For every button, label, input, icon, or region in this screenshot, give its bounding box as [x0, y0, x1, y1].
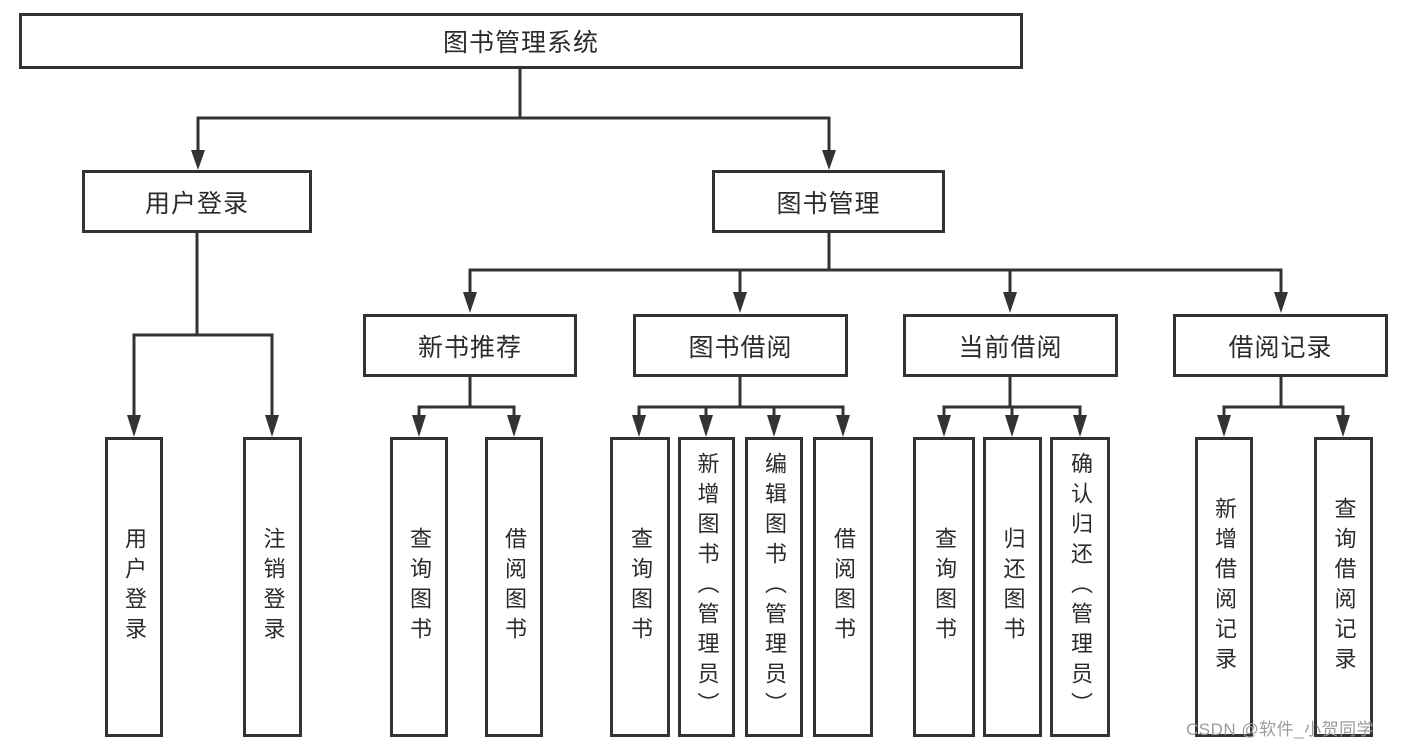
leaf-add-books-admin: 新增图书（管理员） — [678, 437, 735, 737]
node-borrowing-records: 借阅记录 — [1173, 314, 1388, 377]
leaf-label: 借阅图书 — [831, 527, 856, 647]
node-label: 借阅记录 — [1228, 333, 1333, 362]
leaf-user-login: 用户登录 — [105, 437, 163, 737]
leaf-edit-books-admin: 编辑图书（管理员） — [745, 437, 803, 737]
leaf-label: 查询图书 — [407, 527, 432, 647]
leaf-query-books-recommend: 查询图书 — [390, 437, 448, 737]
leaf-label: 查询借阅记录 — [1331, 497, 1357, 677]
node-library-management-system: 图书管理系统 — [19, 13, 1023, 69]
leaf-borrow-books-recommend: 借阅图书 — [485, 437, 543, 737]
leaf-query-books-current: 查询图书 — [913, 437, 975, 737]
csdn-watermark: CSDN @软件_小贺同学 — [1186, 720, 1375, 739]
node-label: 图书管理 — [776, 189, 881, 218]
node-label: 图书借阅 — [688, 333, 793, 362]
leaf-label: 编辑图书（管理员） — [762, 452, 787, 722]
leaf-label: 新增图书（管理员） — [694, 452, 720, 722]
leaf-return-books: 归还图书 — [983, 437, 1042, 737]
node-book-management: 图书管理 — [712, 170, 945, 233]
node-label: 新书推荐 — [417, 333, 522, 362]
leaf-add-borrow-record: 新增借阅记录 — [1195, 437, 1253, 737]
node-book-borrowing: 图书借阅 — [633, 314, 848, 377]
leaf-label: 注销登录 — [260, 527, 286, 647]
leaf-label: 借阅图书 — [502, 527, 527, 647]
leaf-label: 归还图书 — [1000, 527, 1026, 647]
node-label: 当前借阅 — [958, 333, 1063, 362]
node-new-book-recommend: 新书推荐 — [363, 314, 577, 377]
node-user-login: 用户登录 — [82, 170, 312, 233]
leaf-label: 新增借阅记录 — [1212, 497, 1237, 677]
leaf-label: 用户登录 — [122, 527, 147, 647]
leaf-borrow-books: 借阅图书 — [813, 437, 873, 737]
node-label: 图书管理系统 — [442, 29, 599, 57]
node-label: 用户登录 — [144, 189, 249, 218]
leaf-label: 确认归还（管理员） — [1068, 452, 1093, 722]
leaf-label: 查询图书 — [932, 527, 957, 647]
leaf-label: 查询图书 — [628, 527, 653, 647]
leaf-query-borrow-record: 查询借阅记录 — [1314, 437, 1373, 737]
leaf-logout: 注销登录 — [243, 437, 302, 737]
leaf-confirm-return-admin: 确认归还（管理员） — [1050, 437, 1110, 737]
node-current-borrowing: 当前借阅 — [903, 314, 1118, 377]
leaf-query-books-borrowing: 查询图书 — [610, 437, 670, 737]
